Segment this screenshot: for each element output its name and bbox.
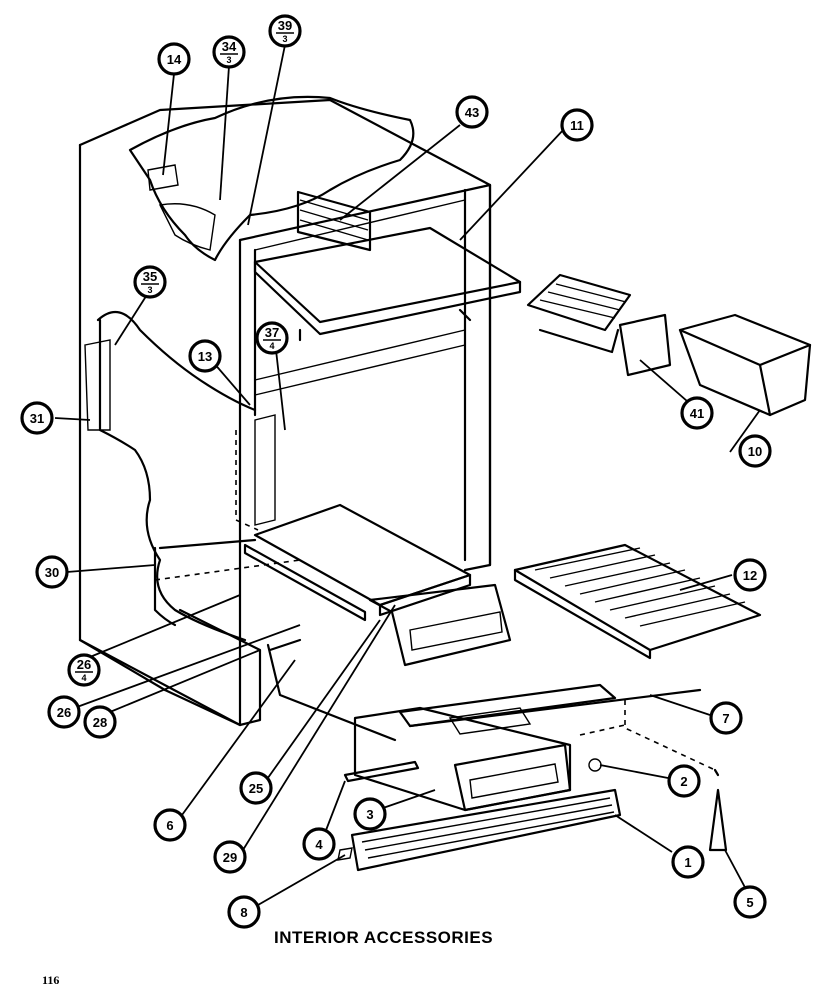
callout-circle [353,797,387,831]
callout-number: 43 [465,105,479,120]
callout-number: 31 [30,411,44,426]
leader-lines [54,44,761,906]
cabinet-shell [78,95,492,727]
callout-c14: 14 [157,42,191,76]
callout-c8: 8 [227,895,261,929]
callout-circle [35,555,69,589]
callout-c39: 393 [268,14,302,48]
upper-shelf [253,190,522,336]
callout-sub-number: 4 [269,341,274,351]
callout-c2: 2 [667,764,701,798]
callout-circle [239,771,273,805]
callout-number: 10 [748,444,762,459]
callout-c34: 343 [212,35,246,69]
callout-circle [157,42,191,76]
grille [350,788,622,872]
callout-number: 7 [722,711,729,726]
callout-number: 29 [223,850,237,865]
callout-circle [302,827,336,861]
callout-number: 3 [366,807,373,822]
callout-circle [560,108,594,142]
callout-c28: 28 [83,705,117,739]
callout-circle [133,265,167,299]
middle-shelf [153,503,512,667]
callout-c5: 5 [733,885,767,919]
callout-c26b: 26 [47,695,81,729]
callout-number: 11 [570,118,584,133]
callout-c3: 3 [353,797,387,831]
callout-c7: 7 [709,701,743,735]
callout-circle [83,705,117,739]
ice-bin [678,313,812,417]
callout-number: 30 [45,565,59,580]
callout-number: 25 [249,781,263,796]
callout-circle [67,653,101,687]
callout-circle [733,885,767,919]
callout-c31: 31 [20,401,54,435]
callout-circle [268,14,302,48]
callout-number: 26 [57,705,71,720]
callout-circle [667,764,701,798]
callout-number: 35 [143,269,157,284]
callout-circle [680,396,714,430]
callout-circle [709,701,743,735]
callout-number: 8 [240,905,247,920]
callout-circle [671,845,705,879]
callout-circle [255,321,289,355]
callout-circle [212,35,246,69]
callout-c41: 41 [680,396,714,430]
callout-number: 34 [222,39,237,54]
callout-circle [455,95,489,129]
callout-number: 28 [93,715,107,730]
callout-circle [47,695,81,729]
callout-c35a: 353 [133,265,167,299]
callout-c6: 6 [153,808,187,842]
callout-number: 5 [746,895,753,910]
callout-c26a: 264 [67,653,101,687]
callout-c13: 13 [188,339,222,373]
callout-number: 14 [167,52,182,67]
callout-circle [738,434,772,468]
callout-c25: 25 [239,771,273,805]
callout-c37: 374 [255,321,289,355]
callout-sub-number: 3 [226,55,231,65]
callout-circle [733,558,767,592]
callout-number: 1 [684,855,691,870]
callout-sub-number: 3 [282,34,287,44]
callout-c1: 1 [671,845,705,879]
callout-c4: 4 [302,827,336,861]
callout-number: 13 [198,349,212,364]
page-number: 116 [42,973,60,987]
ice-maker [526,273,672,377]
callout-number: 4 [315,837,323,852]
callout-circle [188,339,222,373]
callout-number: 26 [77,657,91,672]
callout-circle [20,401,54,435]
callout-c30: 30 [35,555,69,589]
lower-drawer [353,683,720,812]
diagram-caption: INTERIOR ACCESSORIES [274,928,494,947]
callout-sub-number: 4 [81,673,86,683]
wire-shelf [513,543,762,660]
callout-c12: 12 [733,558,767,592]
callout-circle [227,895,261,929]
callout-c11: 11 [560,108,594,142]
callout-c43: 43 [455,95,489,129]
callout-number: 41 [690,406,704,421]
callout-circle [213,840,247,874]
callout-number: 39 [278,18,292,33]
callout-c10: 10 [738,434,772,468]
callout-c29: 29 [213,840,247,874]
callout-number: 6 [166,818,173,833]
callout-number: 2 [680,774,687,789]
callout-sub-number: 3 [147,285,152,295]
lower-panel [163,608,397,742]
callout-number: 37 [265,325,279,340]
callout-circle [153,808,187,842]
callout-number: 12 [743,568,757,583]
